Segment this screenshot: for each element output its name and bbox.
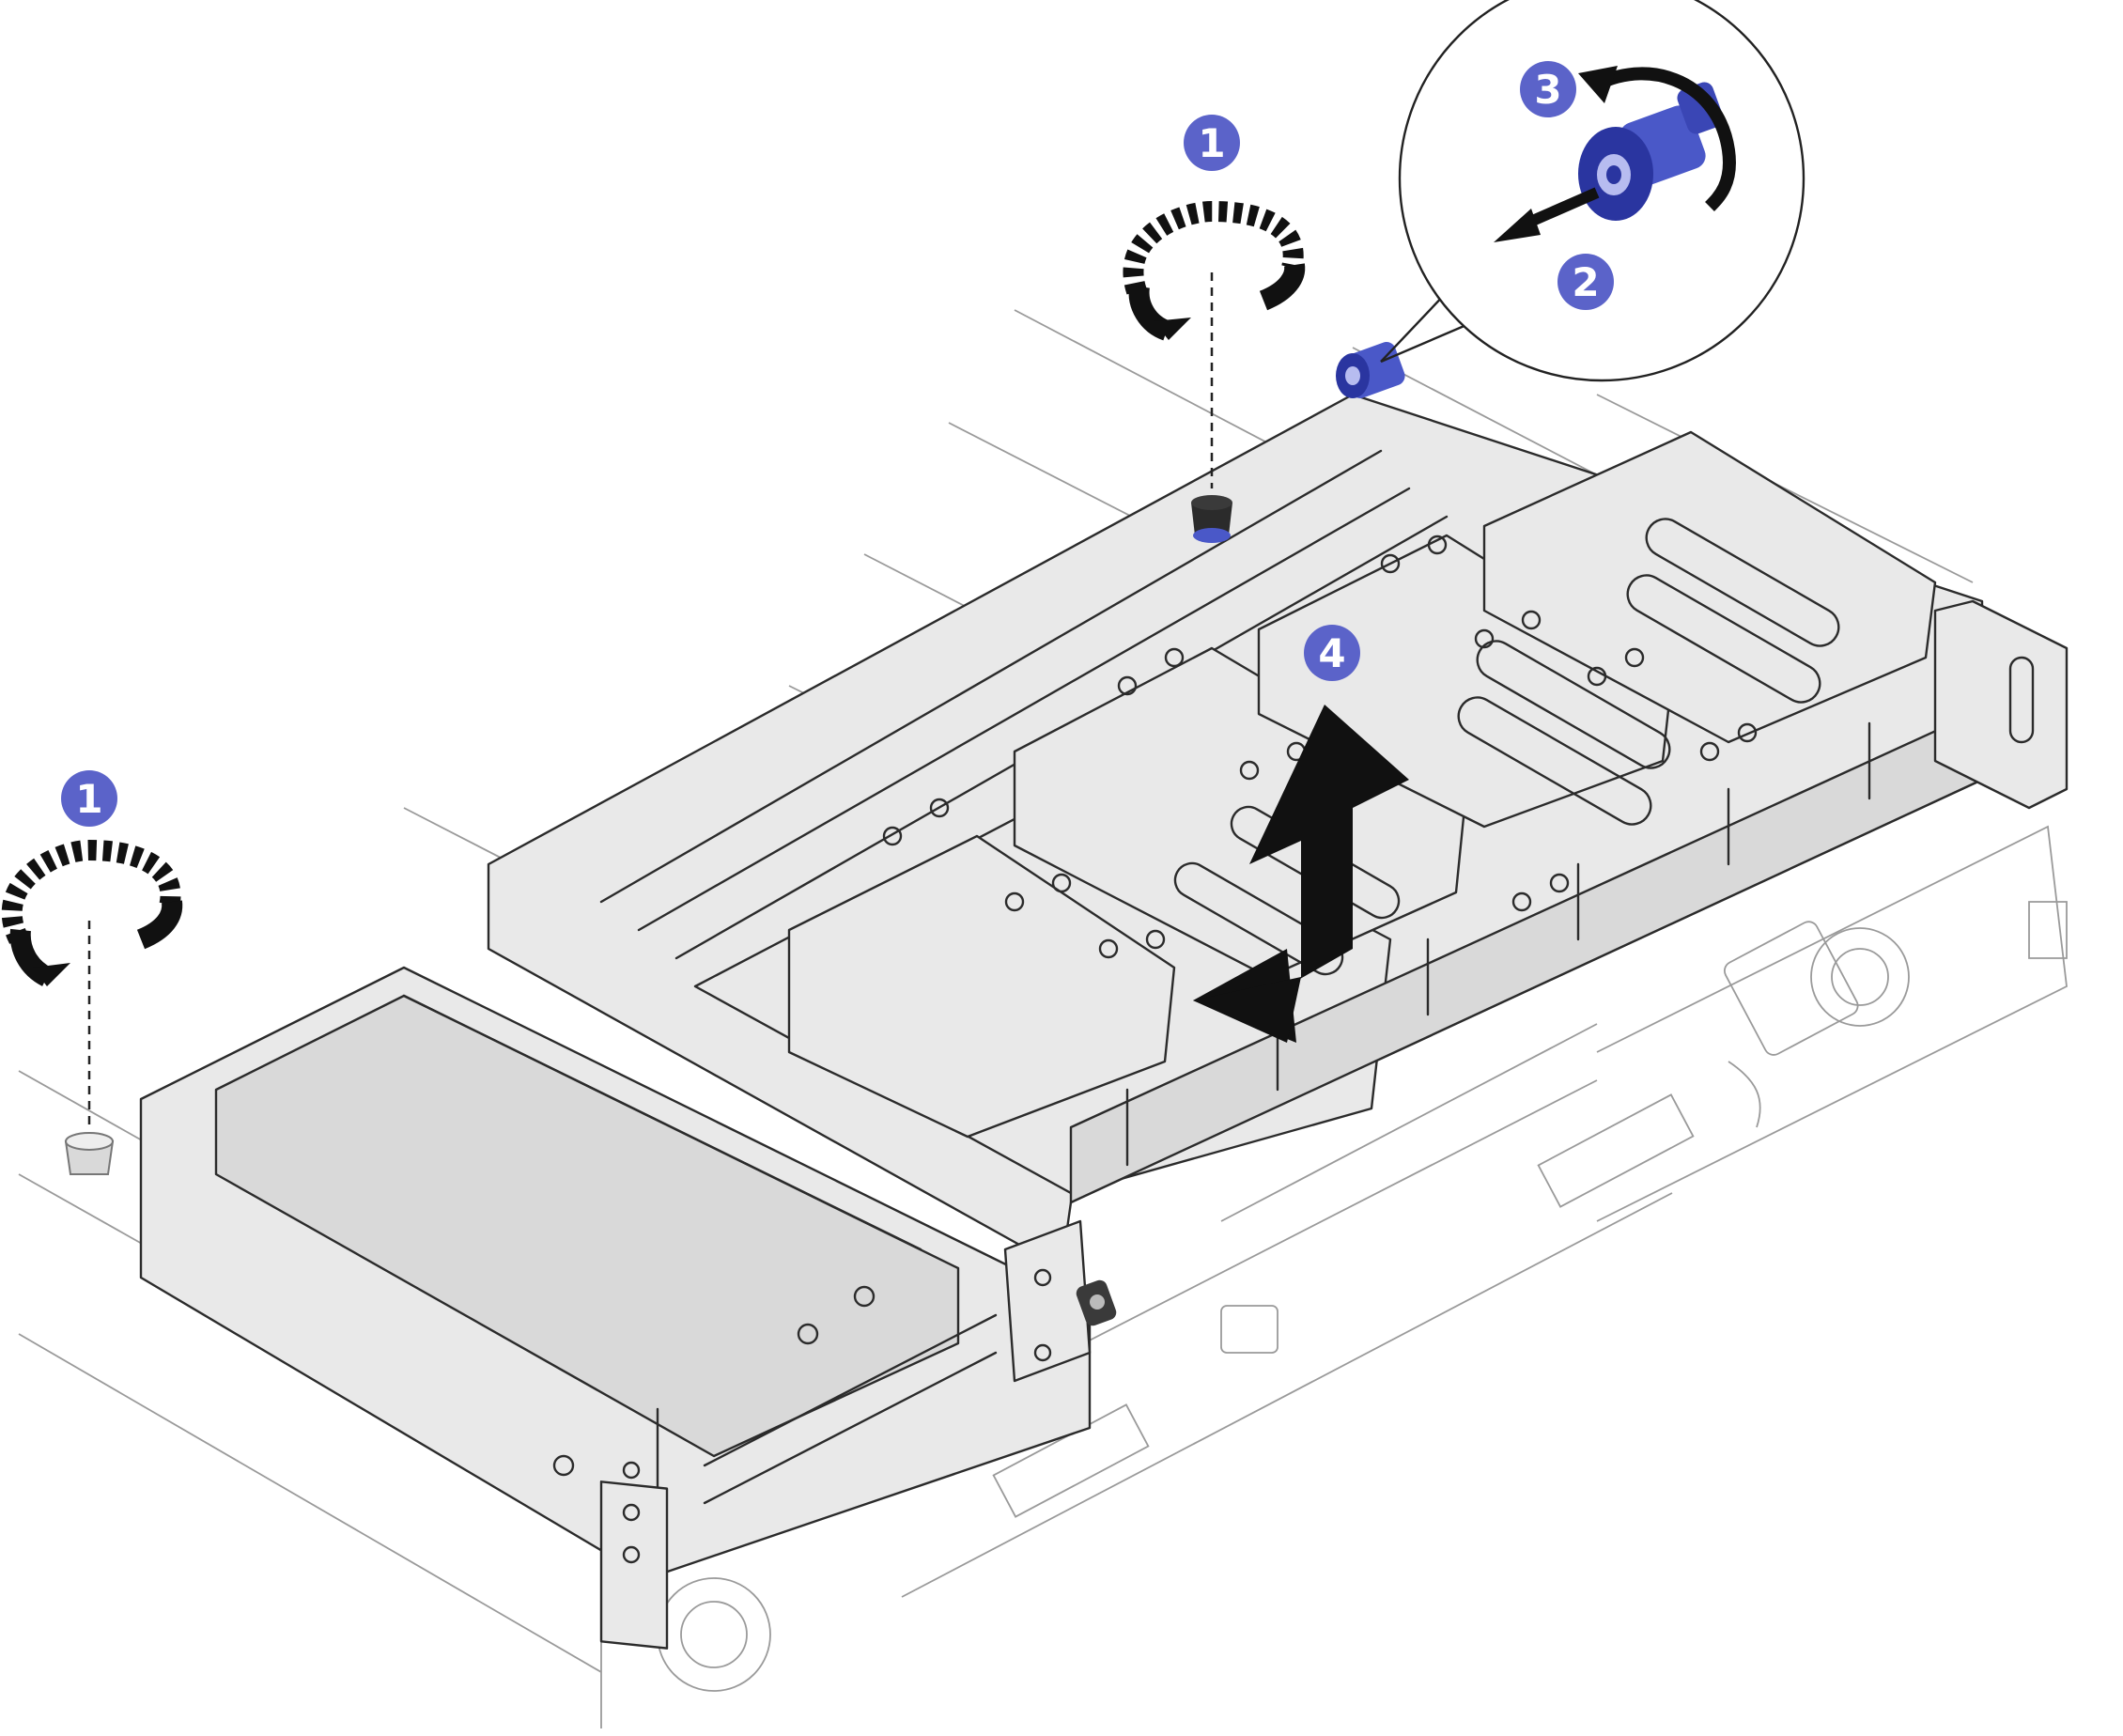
rotate-counterclockwise-icon — [1, 839, 183, 986]
rear-io-area — [657, 901, 2068, 1692]
rotate-counterclockwise-icon — [1123, 200, 1306, 341]
plunger-icon — [1336, 342, 1405, 398]
callout-label: 1 — [75, 776, 102, 822]
step-1-top-group — [1123, 200, 1306, 543]
step-1-left-group — [1, 839, 183, 1175]
riser-cage-left — [139, 966, 1092, 1650]
callout-label: 3 — [1534, 67, 1561, 113]
drive-bays — [1069, 599, 2069, 1204]
callout-step-1-left: 1 — [61, 770, 117, 827]
magnifier-callout — [1380, 0, 1805, 382]
callout-step-3: 3 — [1520, 61, 1576, 117]
callout-step-1-top: 1 — [1184, 115, 1240, 171]
thumbscrew-icon — [1191, 495, 1232, 543]
callout-label: 4 — [1318, 630, 1345, 676]
callout-step-4: 4 — [1304, 625, 1360, 681]
callout-label: 1 — [1198, 120, 1225, 166]
callout-label: 2 — [1572, 259, 1599, 305]
screw-holes — [882, 535, 1758, 959]
rotate-arrow-icon — [1578, 66, 1736, 211]
thumbscrew-icon — [1076, 1279, 1117, 1326]
lift-arrow-icon — [1193, 705, 1409, 1043]
thumbscrew-icon — [64, 1132, 115, 1175]
callout-step-2: 2 — [1557, 254, 1614, 310]
pull-arrow-icon — [1494, 187, 1600, 242]
